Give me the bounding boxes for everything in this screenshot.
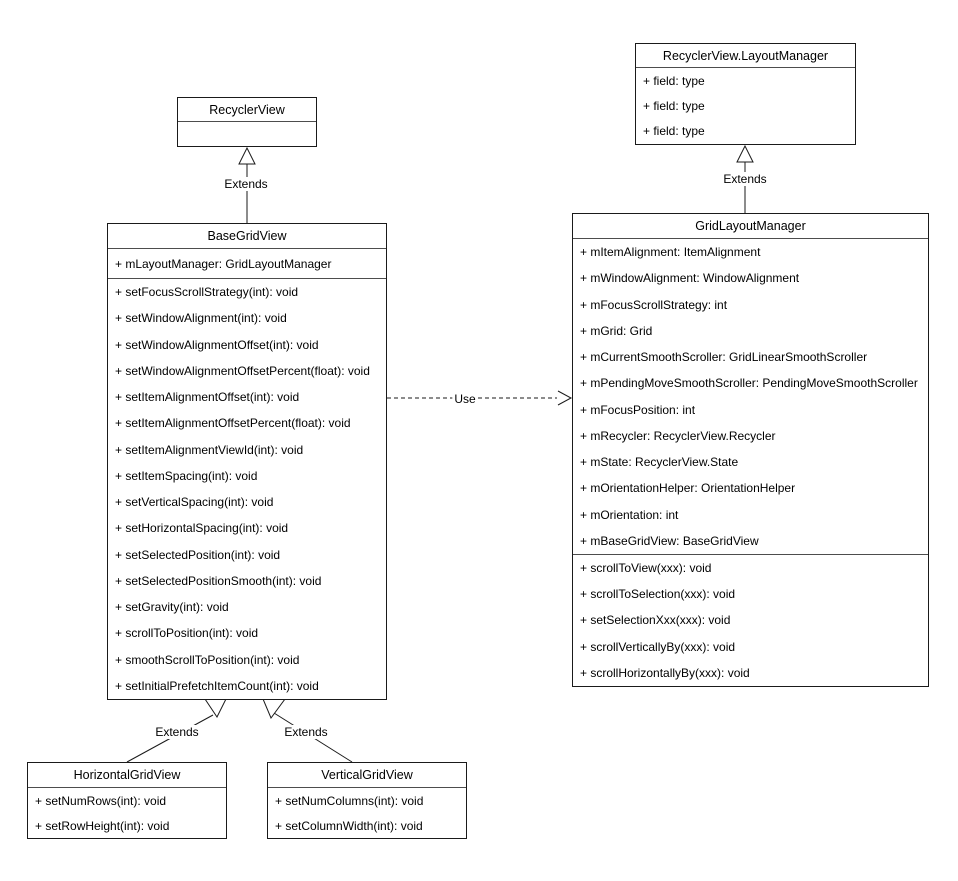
edge-label-extends: Extends bbox=[153, 725, 201, 739]
method-row: + scrollVerticallyBy(xxx): void bbox=[580, 639, 736, 654]
method-row: + smoothScrollToPosition(int): void bbox=[115, 652, 300, 667]
method-row: + scrollToView(xxx): void bbox=[580, 561, 712, 576]
method-row: + setItemAlignmentOffsetPercent(float): … bbox=[115, 416, 351, 431]
class-title: BaseGridView bbox=[108, 224, 386, 249]
extends-triangle-icon bbox=[262, 698, 286, 720]
field-row: + mPendingMoveSmoothScroller: PendingMov… bbox=[580, 376, 918, 391]
class-gridlayoutmanager[interactable]: GridLayoutManager + mItemAlignment: Item… bbox=[572, 213, 929, 687]
field-row: + mLayoutManager: GridLayoutManager bbox=[115, 256, 332, 271]
field-row: + mBaseGridView: BaseGridView bbox=[580, 533, 759, 548]
edge-label-extends: Extends bbox=[721, 172, 769, 186]
method-row: + scrollHorizontallyBy(xxx): void bbox=[580, 665, 750, 680]
method-row: + setHorizontalSpacing(int): void bbox=[115, 521, 289, 536]
field-row: + mGrid: Grid bbox=[580, 323, 653, 338]
class-title: GridLayoutManager bbox=[573, 214, 928, 239]
method-row: + setWindowAlignmentOffsetPercent(float)… bbox=[115, 363, 370, 378]
field-row: + mState: RecyclerView.State bbox=[580, 455, 739, 470]
extends-triangle-icon bbox=[204, 698, 227, 718]
method-row: + setColumnWidth(int): void bbox=[275, 818, 423, 833]
method-row: + setItemAlignmentViewId(int): void bbox=[115, 442, 304, 457]
method-row: + setFocusScrollStrategy(int): void bbox=[115, 285, 299, 300]
class-title: VerticalGridView bbox=[268, 763, 466, 788]
field-row: + field: type bbox=[643, 73, 705, 88]
methods-compartment: + scrollToView(xxx): void + scrollToSele… bbox=[573, 554, 928, 686]
method-row: + setRowHeight(int): void bbox=[35, 818, 170, 833]
fields-compartment: + mLayoutManager: GridLayoutManager bbox=[108, 249, 386, 278]
method-row: + setItemSpacing(int): void bbox=[115, 468, 258, 483]
extends-triangle-icon bbox=[238, 146, 256, 165]
class-recyclerview-layoutmanager[interactable]: RecyclerView.LayoutManager + field: type… bbox=[635, 43, 856, 145]
method-row: + setItemAlignmentOffset(int): void bbox=[115, 390, 300, 405]
class-recyclerview[interactable]: RecyclerView bbox=[177, 97, 317, 147]
class-basegridview[interactable]: BaseGridView + mLayoutManager: GridLayou… bbox=[107, 223, 387, 700]
open-arrowhead-icon bbox=[557, 390, 573, 406]
edge-label-use: Use bbox=[452, 392, 478, 406]
method-row: + setSelectedPosition(int): void bbox=[115, 547, 281, 562]
method-row: + setWindowAlignmentOffset(int): void bbox=[115, 337, 319, 352]
field-row: + mCurrentSmoothScroller: GridLinearSmoo… bbox=[580, 350, 868, 365]
field-row: + mWindowAlignment: WindowAlignment bbox=[580, 271, 800, 286]
class-horizontalgridview[interactable]: HorizontalGridView + setNumRows(int): vo… bbox=[27, 762, 227, 839]
field-row: + field: type bbox=[643, 98, 705, 113]
field-row: + mOrientation: int bbox=[580, 507, 679, 522]
field-row: + mItemAlignment: ItemAlignment bbox=[580, 245, 761, 260]
method-row: + setSelectionXxx(xxx): void bbox=[580, 613, 731, 628]
methods-compartment: + setFocusScrollStrategy(int): void + se… bbox=[108, 278, 386, 699]
class-title: RecyclerView bbox=[178, 98, 316, 122]
method-row: + setInitialPrefetchItemCount(int): void bbox=[115, 678, 319, 693]
class-title: HorizontalGridView bbox=[28, 763, 226, 788]
method-row: + setNumRows(int): void bbox=[35, 793, 167, 808]
method-row: + scrollToPosition(int): void bbox=[115, 626, 259, 641]
method-row: + scrollToSelection(xxx): void bbox=[580, 587, 736, 602]
edge-label-extends: Extends bbox=[222, 177, 270, 191]
method-row: + setGravity(int): void bbox=[115, 600, 229, 615]
method-row: + setWindowAlignment(int): void bbox=[115, 311, 287, 326]
field-row: + mFocusPosition: int bbox=[580, 402, 696, 417]
edge-label-extends: Extends bbox=[282, 725, 330, 739]
field-row: + mOrientationHelper: OrientationHelper bbox=[580, 481, 796, 496]
class-verticalgridview[interactable]: VerticalGridView + setNumColumns(int): v… bbox=[267, 762, 467, 839]
methods-compartment: + setNumColumns(int): void + setColumnWi… bbox=[268, 788, 466, 838]
method-row: + setVerticalSpacing(int): void bbox=[115, 495, 274, 510]
method-row: + setSelectedPositionSmooth(int): void bbox=[115, 573, 322, 588]
fields-compartment: + mItemAlignment: ItemAlignment + mWindo… bbox=[573, 239, 928, 554]
class-title: RecyclerView.LayoutManager bbox=[636, 44, 855, 68]
fields-compartment: + field: type + field: type + field: typ… bbox=[636, 68, 855, 144]
field-row: + mRecycler: RecyclerView.Recycler bbox=[580, 428, 776, 443]
methods-compartment: + setNumRows(int): void + setRowHeight(i… bbox=[28, 788, 226, 838]
extends-triangle-icon bbox=[736, 144, 754, 163]
field-row: + field: type bbox=[643, 124, 705, 139]
empty-compartment bbox=[178, 122, 316, 146]
method-row: + setNumColumns(int): void bbox=[275, 793, 424, 808]
field-row: + mFocusScrollStrategy: int bbox=[580, 297, 728, 312]
